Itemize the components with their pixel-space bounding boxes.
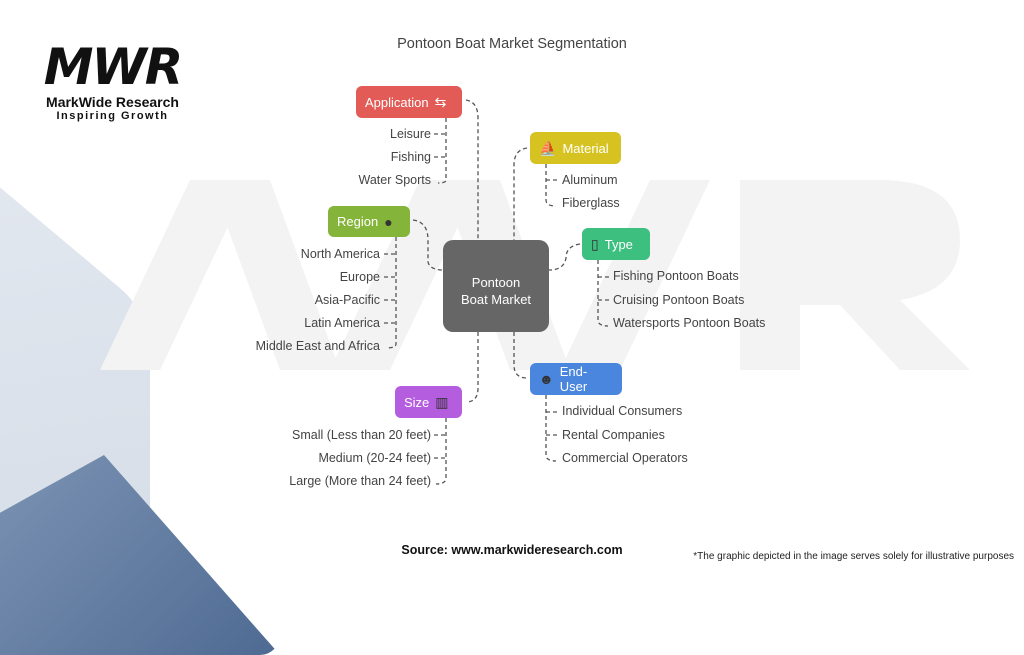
list-item: Medium (20-24 feet) (318, 451, 431, 465)
connector-lines (384, 99, 610, 485)
logo-mark: MWR (43, 38, 183, 96)
logo: MWR MarkWide Research Inspiring Growth (35, 40, 190, 122)
list-item: Europe (339, 270, 380, 284)
list-item: Leisure (390, 127, 431, 141)
center-label: Pontoon Boat Market (460, 275, 532, 307)
transport-icon: ⇆ (434, 94, 447, 110)
list-item: Commercial Operators (562, 451, 688, 465)
list-item: Fishing (390, 150, 431, 164)
segment-label: Application (365, 94, 429, 110)
segment-end-user: ☻ End-User (530, 363, 622, 395)
list-item: Asia-Pacific (314, 293, 380, 307)
list-item: Watersports Pontoon Boats (613, 316, 766, 330)
logo-name: MarkWide Research (46, 94, 179, 110)
list-item: Rental Companies (562, 428, 665, 442)
raft-icon: ▥ (435, 394, 449, 410)
list-item: Individual Consumers (562, 404, 683, 418)
map-pin-icon: ● (384, 213, 393, 230)
list-item: North America (300, 247, 380, 261)
list-item: Cruising Pontoon Boats (613, 293, 745, 307)
list-item: Latin America (304, 316, 380, 330)
segment-material: ⛵ Material (530, 132, 621, 164)
footnote: *The graphic depicted in the image serve… (693, 551, 1014, 562)
boat-material-icon: ⛵ (539, 140, 557, 156)
list-item: Fishing Pontoon Boats (613, 269, 739, 283)
list-item: Fiberglass (562, 196, 620, 210)
list-item: Small (Less than 20 feet) (292, 428, 431, 442)
segment-label: Type (604, 236, 633, 252)
center-node: Pontoon Boat Market (443, 240, 549, 332)
list-item: Aluminum (562, 173, 618, 187)
logo-tagline: Inspiring Growth (56, 110, 169, 122)
list-item: Middle East and Africa (255, 339, 380, 353)
people-icon: ☻ (539, 371, 554, 387)
kayak-paddle-icon: ▯ (591, 236, 599, 252)
segment-size: Size ▥ (395, 386, 462, 418)
segment-label: Size (404, 394, 430, 410)
page-title: Pontoon Boat Market Segmentation (397, 36, 627, 52)
list-item: Large (More than 24 feet) (289, 474, 431, 488)
list-item: Water Sports (358, 173, 431, 187)
segment-label: Region (337, 214, 379, 229)
segment-region: Region ● (328, 206, 410, 237)
source-text: Source: www.markwideresearch.com (401, 543, 623, 557)
segment-application: Application ⇆ (356, 86, 462, 118)
segment-label: End-User (559, 364, 588, 394)
segment-type: ▯ Type (582, 228, 650, 260)
segment-label: Material (562, 140, 609, 156)
